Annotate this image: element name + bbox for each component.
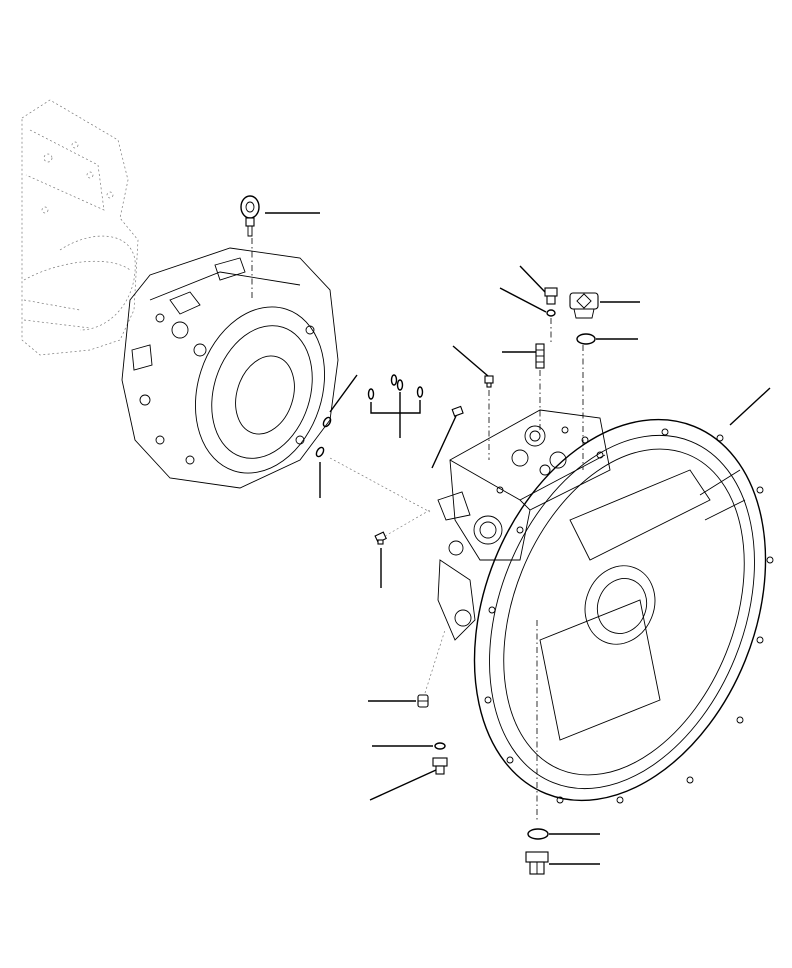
washer-upper-leader bbox=[499, 287, 547, 313]
plug-icon bbox=[432, 757, 448, 775]
plug-low-guide bbox=[424, 629, 446, 694]
o-ring-icon bbox=[576, 333, 596, 345]
plug-mid-guide bbox=[384, 509, 431, 537]
flywheel-housing-leader bbox=[729, 387, 771, 426]
o-ring-left-leader bbox=[329, 374, 358, 413]
hydraulic-pump-assembly bbox=[121, 247, 339, 489]
ghost-engine-outline bbox=[21, 99, 139, 356]
eye-bolt-icon bbox=[240, 195, 260, 237]
valve-block bbox=[437, 409, 611, 641]
plug-icon bbox=[374, 531, 387, 545]
o-ring-icon bbox=[315, 374, 424, 458]
housing-icon bbox=[473, 418, 774, 804]
side-plug-leader bbox=[431, 415, 457, 469]
nipple-icon bbox=[535, 343, 545, 369]
small-plug-leader bbox=[452, 345, 489, 377]
plug-icon bbox=[544, 287, 558, 305]
washer-icon bbox=[434, 742, 446, 750]
drain-plug-icon bbox=[525, 851, 549, 875]
o-ring-icon bbox=[527, 828, 549, 840]
alignment-guide bbox=[329, 457, 431, 513]
plug-icon bbox=[417, 694, 429, 708]
cap-plug-icon bbox=[569, 292, 599, 319]
plug-upper-leader bbox=[519, 265, 546, 293]
washer-icon bbox=[546, 309, 556, 317]
o-ring-set-bracket bbox=[370, 392, 421, 438]
plug-low-2-leader bbox=[369, 769, 437, 801]
plug-icon bbox=[451, 375, 494, 417]
